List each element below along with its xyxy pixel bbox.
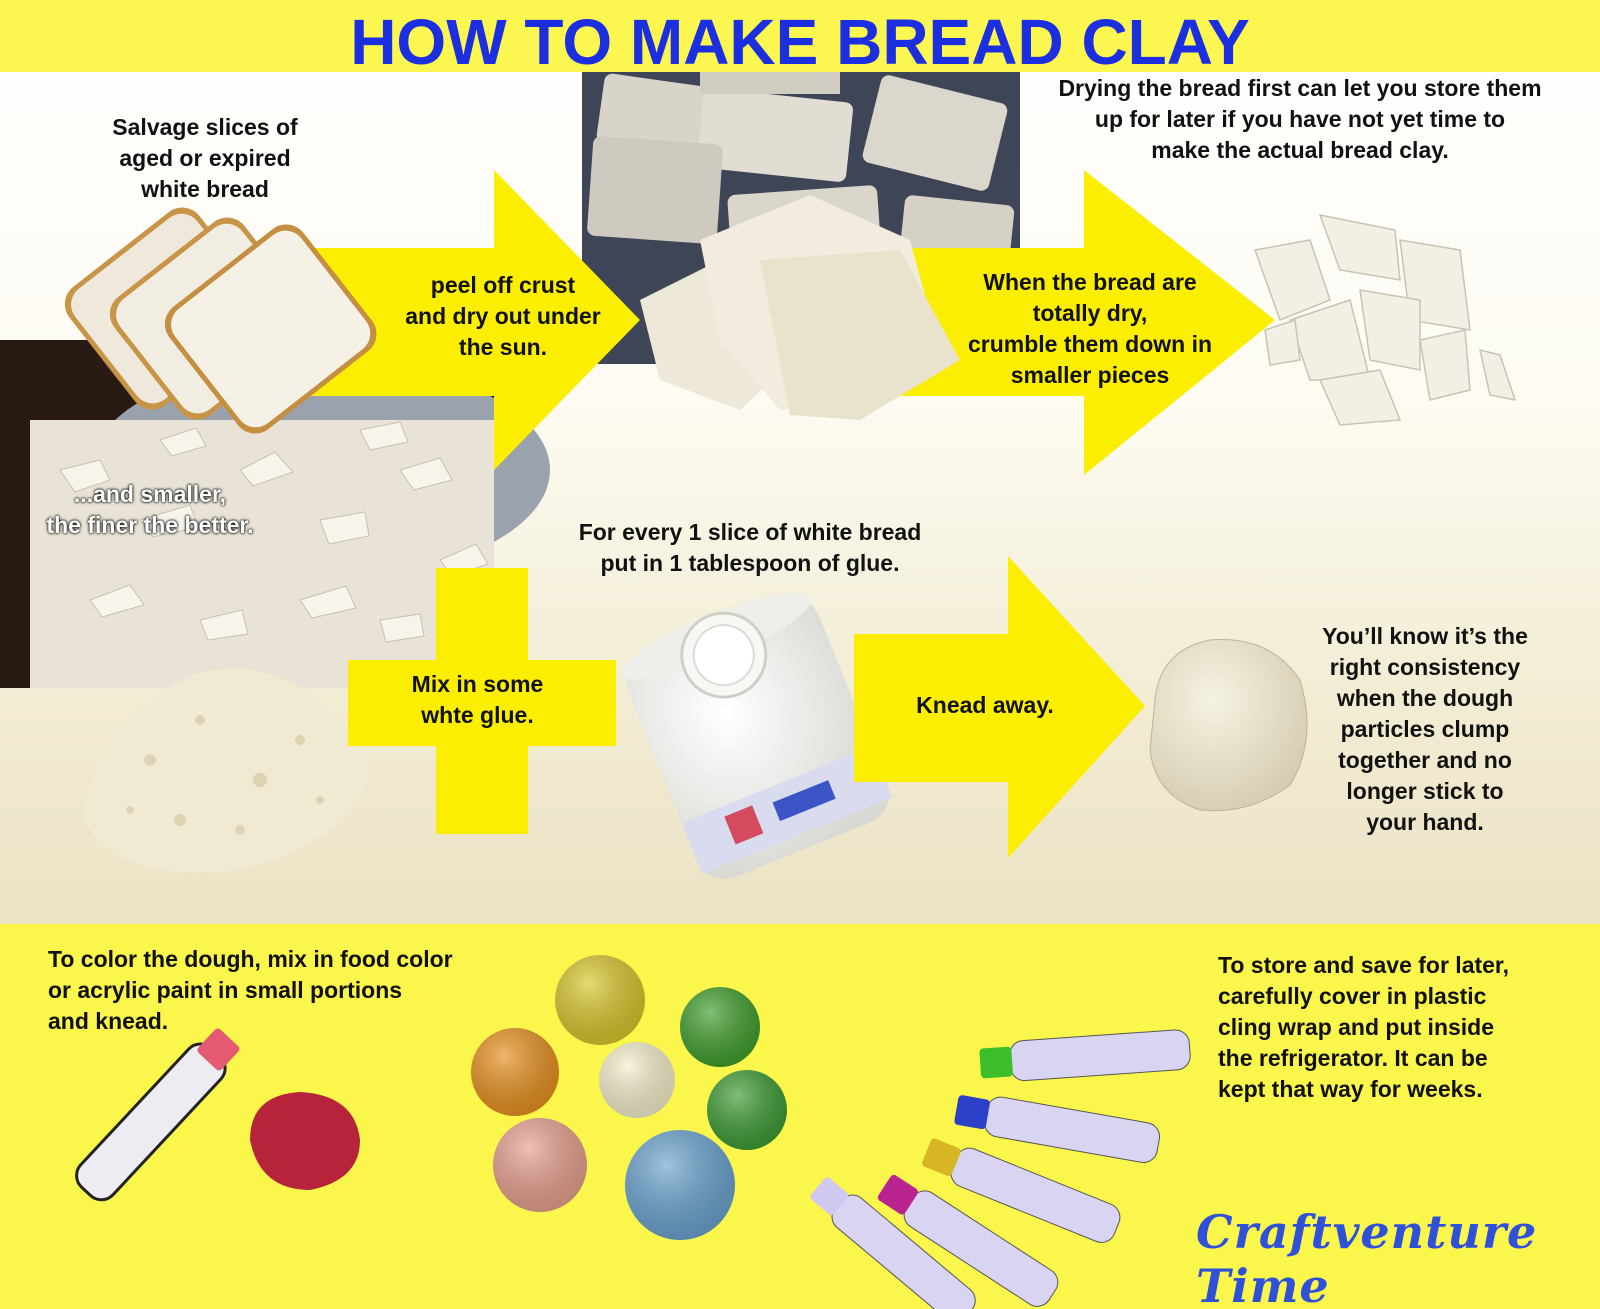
page-title: HOW TO MAKE BREAD CLAY	[350, 6, 1250, 78]
consistency-text: You’ll know it’s the right consistency w…	[1322, 623, 1528, 835]
storage-tip-text: To store and save for later, carefully c…	[1218, 952, 1510, 1102]
step-knead-text: Knead away.	[916, 692, 1054, 718]
red-dough-ball	[250, 1092, 360, 1190]
brand-logo: Craftventure Time	[1196, 1205, 1538, 1309]
arrow-crumble	[900, 170, 1275, 475]
bread-slices	[64, 207, 377, 434]
paint-tubes-fan	[810, 1029, 1191, 1309]
title-band	[0, 0, 1600, 72]
crustless-slices	[640, 195, 960, 420]
arrow-knead	[854, 556, 1145, 858]
red-paint-tube	[75, 1028, 240, 1202]
crumbled-pieces	[1253, 214, 1517, 426]
plus-sign	[348, 568, 616, 834]
arrow-peel	[310, 170, 640, 470]
glue-bottle	[621, 593, 893, 879]
colored-dough-balls	[471, 955, 787, 1240]
dough-ball	[1149, 639, 1308, 812]
drying-note-text: Drying the bread first can let you store…	[1058, 75, 1542, 163]
bread-powder-pile	[84, 668, 367, 873]
step-peel-text: peel off crust and dry out under the sun…	[405, 272, 601, 360]
color-tip-text: To color the dough, mix in food color or…	[48, 946, 453, 1034]
step-smaller-text: ...and smaller, the finer the better.	[46, 481, 254, 538]
step-salvage-text: Salvage slices of aged or expired white …	[112, 114, 298, 202]
step-crumble-text: When the bread are totally dry, crumble …	[967, 269, 1213, 388]
step-mix-text: Mix in some whte glue.	[411, 671, 544, 728]
glue-ratio-text: For every 1 slice of white bread put in …	[578, 519, 922, 576]
